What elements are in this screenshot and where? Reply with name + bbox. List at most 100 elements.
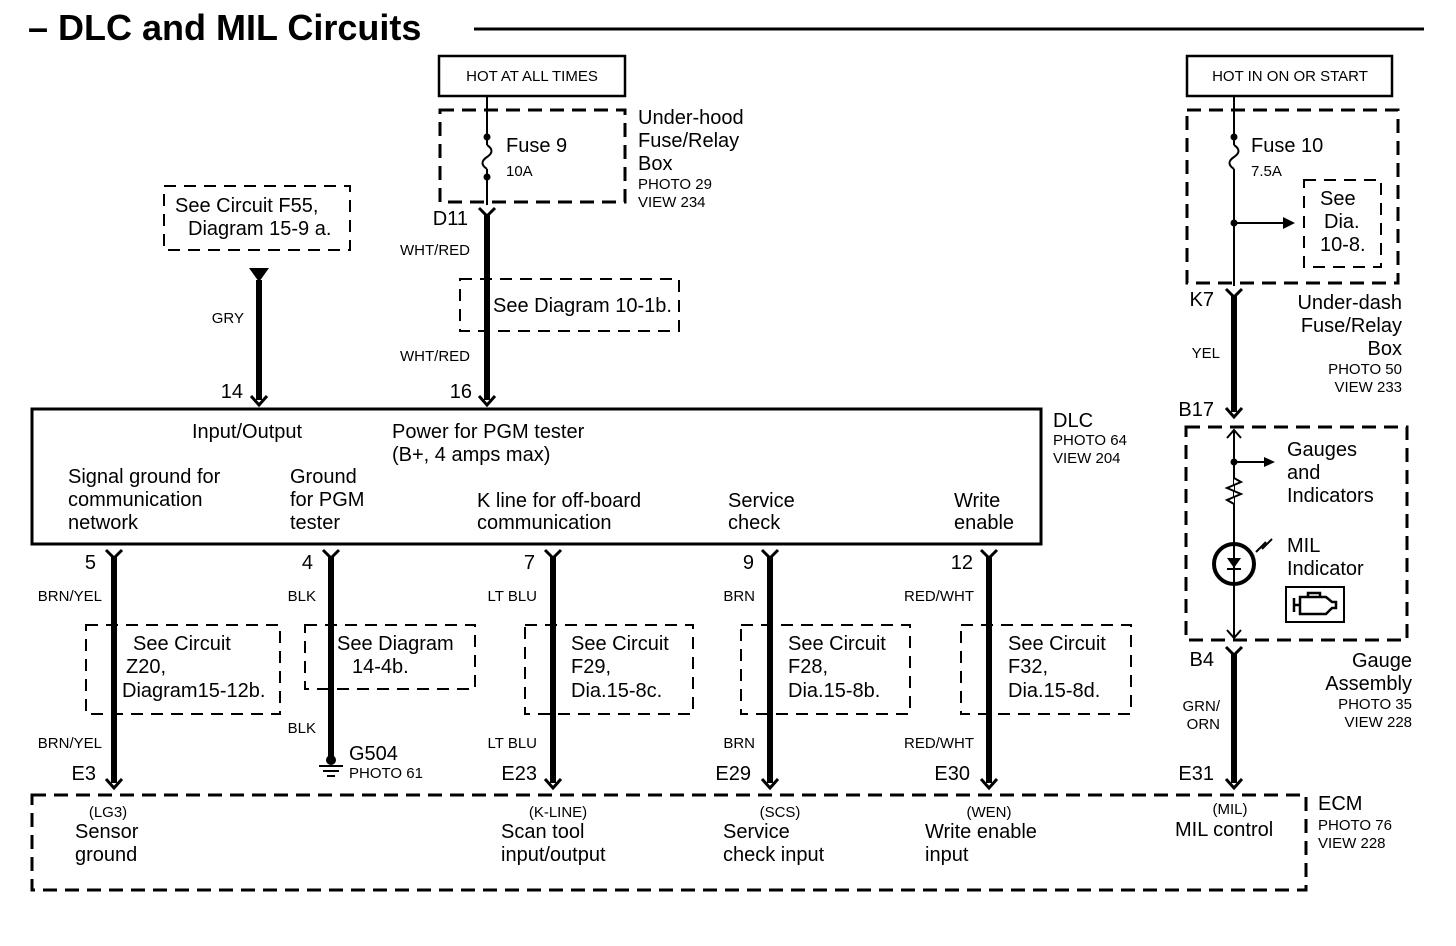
gauge-assembly-label-1: Gauge (1352, 650, 1412, 672)
wire-pin9: 9 BRN See Circuit F28, Dia.15-8b. BRN E2… (715, 548, 911, 791)
see-f28-line-3: Dia.15-8b. (788, 680, 880, 702)
pin4-color-top: BLK (288, 588, 316, 605)
dlc-signal-ground-3: network (68, 512, 139, 534)
k7-label: K7 (1190, 289, 1214, 311)
see-f55-line-1: See Circuit F55, (175, 195, 318, 217)
see-f28-line-2: F28, (788, 656, 828, 678)
underdash-line-1: Under-dash (1297, 292, 1402, 314)
b4-label: B4 (1190, 649, 1214, 671)
see-dia-10-8-line-1: See (1320, 188, 1356, 210)
e29-label: E29 (715, 763, 751, 785)
pin14-label: 14 (221, 381, 243, 403)
pin16-label: 16 (450, 381, 472, 403)
wire-pin5: 5 BRN/YEL See Circuit Z20, Diagram15-12b… (38, 548, 281, 791)
dlc-signal-ground-2: communication (68, 489, 203, 511)
ecm-scan-tool-1: (K-LINE) (529, 804, 587, 821)
see-f32-line-2: F32, (1008, 656, 1048, 678)
underhood-line-5: VIEW 234 (638, 194, 706, 211)
pin5-color-top: BRN/YEL (38, 588, 102, 605)
b17-label: B17 (1178, 399, 1214, 421)
e23-connector (543, 778, 563, 791)
see-z20-line-3: Diagram15-12b. (122, 680, 265, 702)
see-14-4b-line-2: 14-4b. (352, 656, 409, 678)
ecm-label-1: ECM (1318, 793, 1362, 815)
light-emission-icon (1255, 538, 1273, 553)
ecm-scan-tool-2: Scan tool (501, 821, 584, 843)
dlc-box (30, 407, 1043, 546)
dlc-write-enable-1: Write (954, 490, 1000, 512)
underdash-fuse-box (1185, 108, 1400, 285)
check-engine-icon (1292, 591, 1338, 616)
underhood-line-4: PHOTO 29 (638, 176, 712, 193)
gauge-assembly-label-2: Assembly (1325, 673, 1412, 695)
pin4-color-bottom: BLK (288, 720, 316, 737)
wire-pin7: 7 LT BLU See Circuit F29, Dia.15-8c. LT … (488, 548, 694, 791)
underdash-line-2: Fuse/Relay (1301, 315, 1402, 337)
gauge-branch-arrow (1264, 457, 1275, 467)
gauges-indicators-1: Gauges (1287, 439, 1357, 461)
gauge-assembly-label-3: PHOTO 35 (1338, 696, 1412, 713)
dlc-power-pgm-2: (B+, 4 amps max) (392, 444, 550, 466)
see-f29-line-1: See Circuit (571, 633, 669, 655)
pin12-label: 12 (951, 552, 973, 574)
ecm-scan-tool-3: input/output (501, 844, 606, 866)
dlc-power-pgm-1: Power for PGM tester (392, 421, 585, 443)
ecm-service-check-2: Service (723, 821, 790, 843)
mil-indicator-1: MIL (1287, 535, 1320, 557)
see-10-1b-box (459, 278, 680, 332)
d11-label: D11 (433, 208, 468, 230)
pin4-label: 4 (302, 552, 313, 574)
pin7-color-bottom: LT BLU (488, 735, 537, 752)
e30-connector (979, 778, 999, 791)
hot-at-all-times-label: HOT AT ALL TIMES (466, 68, 598, 85)
pin16-connector (477, 395, 497, 408)
see-dia-10-8-line-3: 10-8. (1320, 234, 1366, 256)
gauge-assembly-box (1184, 425, 1409, 642)
dlc-service-check-2: check (728, 512, 781, 534)
see-z20-line-1: See Circuit (133, 633, 231, 655)
ecm-sensor-ground-1: (LG3) (89, 804, 127, 821)
e31-connector (1224, 778, 1244, 791)
e29-connector (760, 778, 780, 791)
dlc-write-enable-2: enable (954, 512, 1014, 534)
see-dia-10-8-box (1303, 179, 1382, 268)
see-z20-box (85, 624, 281, 715)
see-f29-line-2: F29, (571, 656, 611, 678)
dlc-k-line-1: K line for off-board (477, 490, 641, 512)
see-14-4b-line-1: See Diagram (337, 633, 454, 655)
diagram-title: – DLC and MIL Circuits (28, 7, 421, 48)
wht-red-label-2: WHT/RED (400, 348, 470, 365)
gauge-assembly-label-4: VIEW 228 (1344, 714, 1412, 731)
see-f28-box (740, 624, 911, 715)
see-f28-line-1: See Circuit (788, 633, 886, 655)
grn-orn-label-1: GRN/ (1183, 698, 1221, 715)
underdash-line-4: PHOTO 50 (1328, 361, 1402, 378)
gry-label: GRY (212, 310, 244, 327)
fuse9-terminal-bottom (483, 173, 491, 181)
gauges-indicators-2: and (1287, 462, 1320, 484)
ground-point-icon (326, 755, 336, 765)
ecm-service-check-1: (SCS) (760, 804, 801, 821)
e3-connector (104, 778, 124, 791)
ecm-label-3: VIEW 228 (1318, 835, 1386, 852)
pin9-color-top: BRN (723, 588, 755, 605)
pin5-label: 5 (85, 552, 96, 574)
see-f32-line-3: Dia.15-8d. (1008, 680, 1100, 702)
ecm-write-enable-1: (WEN) (967, 804, 1012, 821)
pin14-connector (249, 395, 269, 408)
hot-on-start-label: HOT IN ON OR START (1212, 68, 1368, 85)
mil-e31-label: E31 (1178, 763, 1214, 785)
wire-pin12: 12 RED/WHT See Circuit F32, Dia.15-8d. R… (904, 548, 1132, 791)
gauges-indicators-3: Indicators (1287, 485, 1374, 507)
pin7-color-top: LT BLU (488, 588, 537, 605)
see-z20-line-2: Z20, (126, 656, 166, 678)
see-f32-line-1: See Circuit (1008, 633, 1106, 655)
wht-red-label-1: WHT/RED (400, 242, 470, 259)
fuse10-name: Fuse 10 (1251, 135, 1323, 157)
dlc-input-output: Input/Output (192, 421, 303, 443)
fuse9-rating: 10A (506, 163, 533, 180)
fuse9-terminal (483, 133, 491, 141)
dlc-ground-pgm-1: Ground (290, 466, 357, 488)
fuse9-symbol (481, 144, 493, 170)
see-f55-box (163, 185, 351, 251)
